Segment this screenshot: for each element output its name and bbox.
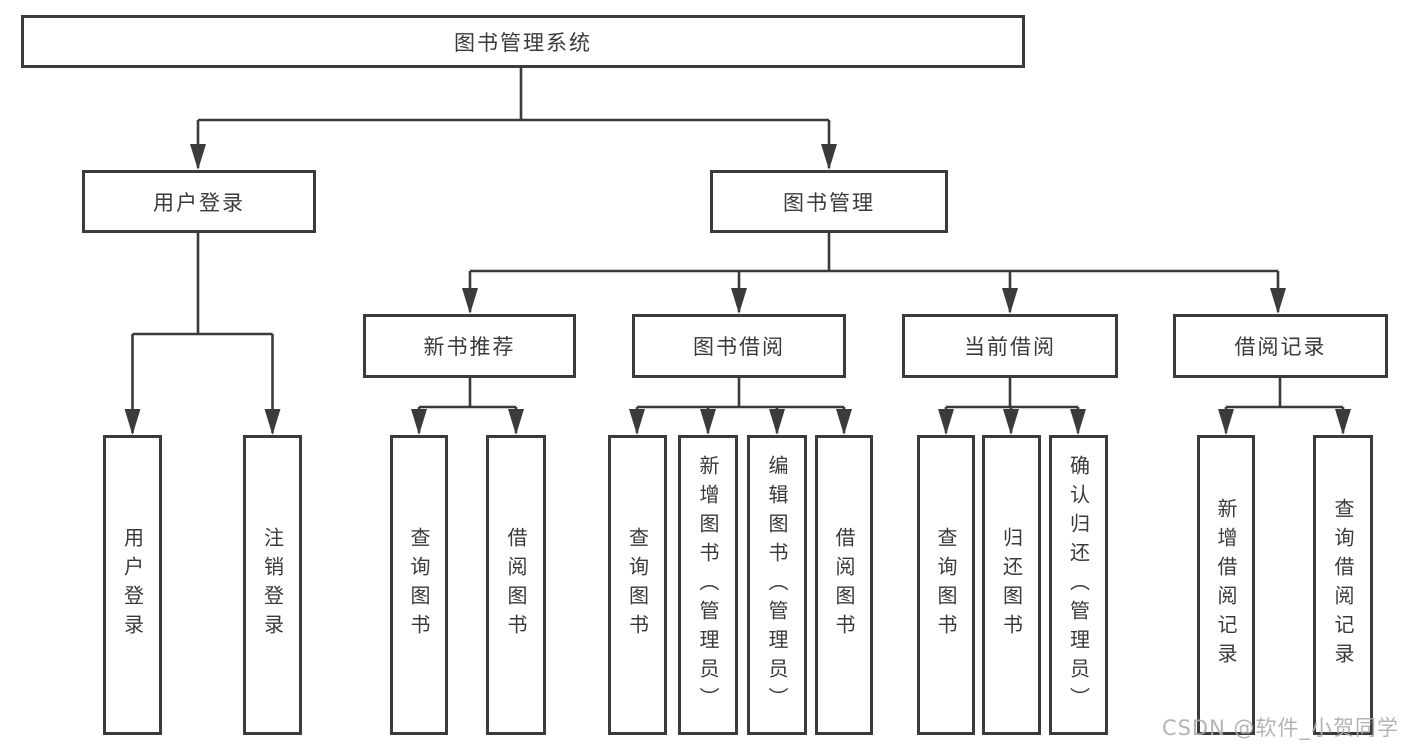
leaf-borrowing-edit-books-admin-label: 编辑图书（管理员） <box>765 454 789 716</box>
leaf-newbooks-query-books: 查询图书 <box>390 435 448 735</box>
leaf-current-return-books: 归还图书 <box>982 435 1041 735</box>
node-book-borrowing: 图书借阅 <box>632 314 846 378</box>
leaf-borrowing-add-books-admin-label: 新增图书（管理员） <box>696 454 720 716</box>
leaf-current-confirm-return-admin-label: 确认归还（管理员） <box>1066 454 1091 716</box>
node-user-login: 用户登录 <box>82 170 316 233</box>
leaf-logout: 注销登录 <box>243 435 302 735</box>
node-book-borrowing-label: 图书借阅 <box>693 335 785 359</box>
leaf-user-login-label: 用户登录 <box>120 527 145 643</box>
leaf-borrowing-borrow-books: 借阅图书 <box>815 435 873 735</box>
node-library-system: 图书管理系统 <box>21 15 1025 68</box>
leaf-records-query-record: 查询借阅记录 <box>1313 435 1373 735</box>
leaf-current-query-books: 查询图书 <box>917 435 975 735</box>
node-user-login-label: 用户登录 <box>153 190 245 215</box>
node-current-borrowing: 当前借阅 <box>902 314 1118 378</box>
node-new-book-recommendation: 新书推荐 <box>363 314 576 378</box>
leaf-borrowing-query-books-label: 查询图书 <box>625 527 650 643</box>
leaf-records-add-record-label: 新增借阅记录 <box>1214 498 1238 672</box>
node-new-book-recommendation-label: 新书推荐 <box>423 335 516 359</box>
leaf-newbooks-query-books-label: 查询图书 <box>407 527 431 643</box>
leaf-current-return-books-label: 归还图书 <box>999 527 1024 643</box>
leaf-logout-label: 注销登录 <box>260 527 285 643</box>
csdn-watermark: CSDN @软件_小贺同学 <box>1161 716 1399 740</box>
connector-group <box>124 68 1351 435</box>
node-borrowing-records-label: 借阅记录 <box>1234 335 1327 359</box>
leaf-user-login: 用户登录 <box>103 435 162 735</box>
leaf-newbooks-borrow-books-label: 借阅图书 <box>504 527 528 643</box>
leaf-newbooks-borrow-books: 借阅图书 <box>486 435 546 735</box>
node-book-management-label: 图书管理 <box>783 190 875 215</box>
leaf-borrowing-add-books-admin: 新增图书（管理员） <box>678 435 738 735</box>
leaf-current-confirm-return-admin: 确认归还（管理员） <box>1049 435 1108 735</box>
node-current-borrowing-label: 当前借阅 <box>964 335 1056 359</box>
node-borrowing-records: 借阅记录 <box>1173 314 1388 378</box>
node-book-management: 图书管理 <box>710 170 948 233</box>
leaf-borrowing-query-books: 查询图书 <box>608 435 667 735</box>
leaf-borrowing-borrow-books-label: 借阅图书 <box>832 527 856 643</box>
leaf-records-query-record-label: 查询借阅记录 <box>1331 498 1355 672</box>
leaf-current-query-books-label: 查询图书 <box>934 527 958 643</box>
leaf-records-add-record: 新增借阅记录 <box>1197 435 1255 735</box>
leaf-borrowing-edit-books-admin: 编辑图书（管理员） <box>747 435 807 735</box>
node-library-system-label: 图书管理系统 <box>454 30 592 55</box>
